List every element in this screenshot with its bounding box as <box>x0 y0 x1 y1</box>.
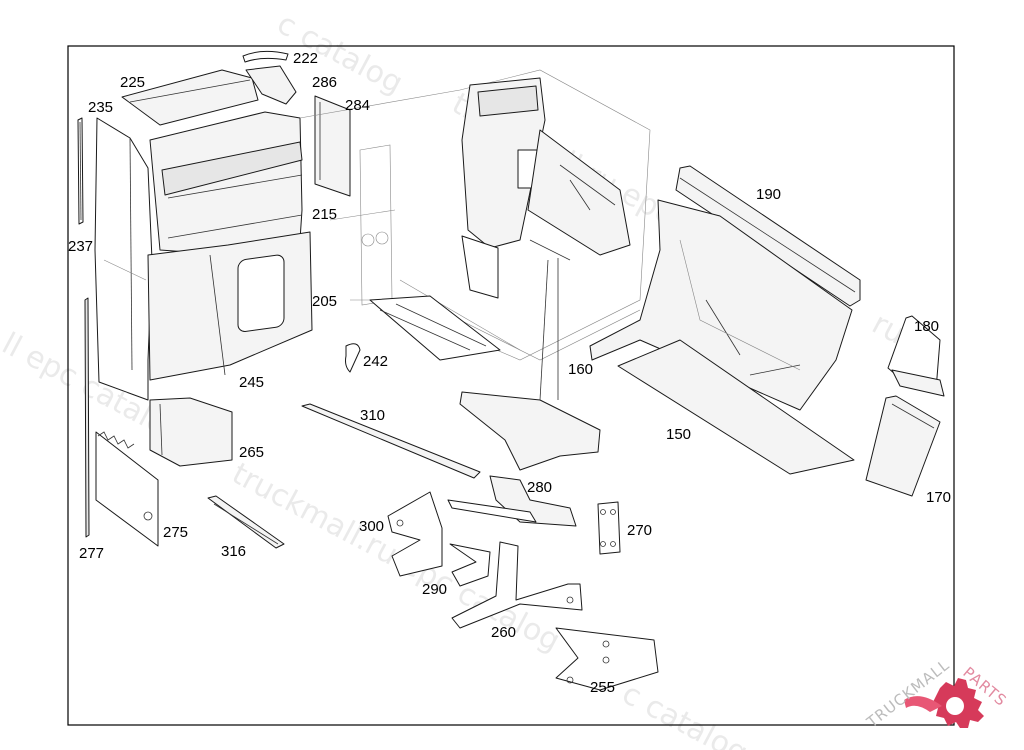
part-275[interactable] <box>95 431 159 547</box>
part-235[interactable] <box>94 117 153 401</box>
part-225[interactable] <box>121 69 259 126</box>
label-235[interactable]: 235 <box>88 99 113 116</box>
label-280[interactable]: 280 <box>527 479 552 496</box>
part-310[interactable] <box>301 403 481 479</box>
part-300[interactable] <box>387 491 443 577</box>
part-215[interactable] <box>149 111 311 261</box>
label-205[interactable]: 205 <box>312 293 337 310</box>
label-170[interactable]: 170 <box>926 489 951 506</box>
label-260[interactable]: 260 <box>491 624 516 641</box>
part-290[interactable] <box>449 543 491 587</box>
gear-hole <box>946 697 964 715</box>
label-242[interactable]: 242 <box>363 353 388 370</box>
diagram-frame <box>67 45 955 726</box>
part-180[interactable] <box>887 315 945 397</box>
label-310[interactable]: 310 <box>360 407 385 424</box>
storage-compartment[interactable] <box>461 77 631 299</box>
label-225[interactable]: 225 <box>120 74 145 91</box>
label-255[interactable]: 255 <box>590 679 615 696</box>
label-222[interactable]: 222 <box>293 50 318 67</box>
part-205[interactable] <box>369 295 501 361</box>
label-237[interactable]: 237 <box>68 238 93 255</box>
part-160[interactable] <box>589 199 853 411</box>
label-270[interactable]: 270 <box>627 522 652 539</box>
label-286[interactable]: 286 <box>312 74 337 91</box>
part-270[interactable] <box>597 501 621 555</box>
label-245[interactable]: 245 <box>239 374 264 391</box>
arrow-icon <box>904 696 942 712</box>
part-242[interactable] <box>345 343 361 373</box>
part-260[interactable] <box>451 541 583 629</box>
label-265[interactable]: 265 <box>239 444 264 461</box>
label-190[interactable]: 190 <box>756 186 781 203</box>
label-150[interactable]: 150 <box>666 426 691 443</box>
label-316[interactable]: 316 <box>221 543 246 560</box>
label-300[interactable]: 300 <box>359 518 384 535</box>
label-180[interactable]: 180 <box>914 318 939 335</box>
watermark-bottom-right: c catalog <box>616 676 753 750</box>
truckmall-logo: TRUCKMALL PARTS <box>863 656 1011 732</box>
part-237[interactable] <box>77 117 84 225</box>
part-277[interactable] <box>84 297 90 538</box>
part-150[interactable] <box>617 339 855 475</box>
part-265[interactable] <box>149 397 233 467</box>
label-277[interactable]: 277 <box>79 545 104 562</box>
label-284[interactable]: 284 <box>345 97 370 114</box>
label-215[interactable]: 215 <box>312 206 337 223</box>
part-316[interactable] <box>207 495 285 549</box>
part-245[interactable] <box>147 231 313 381</box>
label-layer: 222 225 286 284 235 215 237 205 242 245 … <box>68 50 951 696</box>
label-275[interactable]: 275 <box>163 524 188 541</box>
label-290[interactable]: 290 <box>422 581 447 598</box>
part-170[interactable] <box>865 395 941 497</box>
part-190[interactable] <box>675 165 861 307</box>
part-222[interactable] <box>242 50 297 105</box>
label-160[interactable]: 160 <box>568 361 593 378</box>
support-frame-280[interactable] <box>447 258 601 527</box>
part-255[interactable] <box>555 627 659 691</box>
part-286-284[interactable] <box>314 95 351 197</box>
